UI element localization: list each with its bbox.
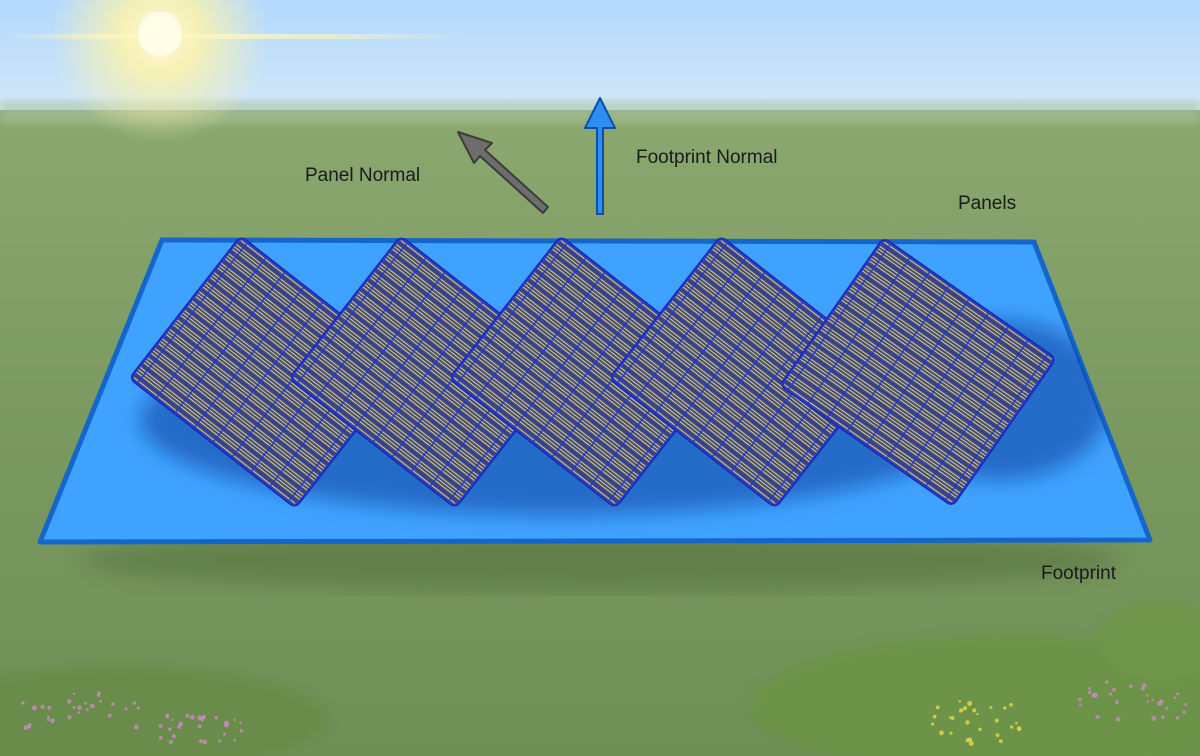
panels-label: Panels <box>958 193 1016 214</box>
wildflowers <box>21 680 1188 746</box>
footprint-label: Footprint <box>1041 563 1117 584</box>
footprint-normal-label: Footprint Normal <box>636 147 778 168</box>
footprint-normal-arrow-icon <box>584 97 616 215</box>
grass-tufts <box>0 600 1200 756</box>
solar-panel <box>131 237 405 507</box>
solar-panel <box>781 239 1055 505</box>
solar-panels <box>131 237 1055 507</box>
solar-panel <box>451 237 725 507</box>
sun-icon <box>0 0 470 144</box>
solar-panel <box>291 237 565 507</box>
solar-panel <box>611 237 885 507</box>
panel-normal-arrow-icon <box>457 131 549 214</box>
panel-normal-label: Panel Normal <box>305 165 420 186</box>
